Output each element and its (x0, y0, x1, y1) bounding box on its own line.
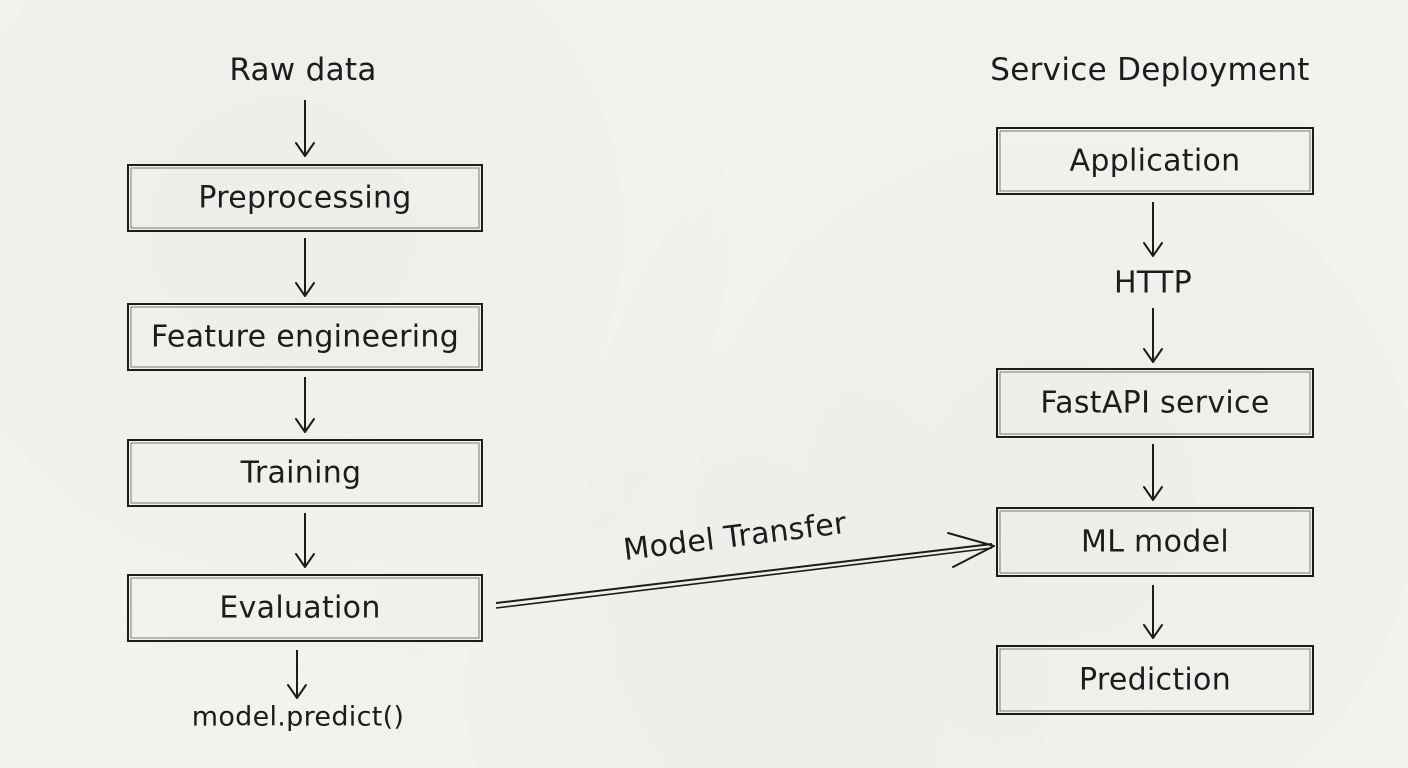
box-ml-model (996, 507, 1314, 577)
box-feature-engineering (127, 303, 483, 371)
service-deployment-label: Service Deployment (990, 52, 1310, 88)
arrow-fastapi-to-mlmodel (1143, 444, 1163, 501)
box-evaluation (127, 574, 483, 642)
arrow-evaluation-to-predict (287, 650, 307, 699)
application-label: Application (1069, 143, 1241, 179)
http-label: HTTP (1114, 265, 1192, 301)
arrow-preprocessing-to-feature (295, 238, 315, 297)
ml-model-label: ML model (1081, 524, 1229, 560)
box-training (127, 439, 483, 507)
feature-engineering-label: Feature engineering (150, 319, 460, 355)
evaluation-label: Evaluation (219, 590, 381, 626)
raw-data-label: Raw data (229, 52, 377, 88)
box-prediction (996, 645, 1314, 715)
arrow-rawdata-to-preprocessing (295, 100, 315, 157)
arrow-training-to-evaluation (295, 513, 315, 568)
preprocessing-label: Preprocessing (198, 180, 412, 216)
arrow-mlmodel-to-prediction (1143, 585, 1163, 639)
box-fastapi-service (996, 368, 1314, 438)
arrow-application-to-http (1143, 202, 1163, 257)
model-predict-label: model.predict() (191, 701, 405, 733)
arrow-model-transfer (495, 532, 995, 609)
box-preprocessing (127, 164, 483, 232)
training-label: Training (240, 455, 362, 491)
arrow-http-to-fastapi (1143, 308, 1163, 363)
fastapi-service-label: FastAPI service (1040, 385, 1270, 421)
box-application (996, 127, 1314, 195)
arrow-feature-to-training (295, 377, 315, 433)
prediction-label: Prediction (1078, 662, 1232, 698)
